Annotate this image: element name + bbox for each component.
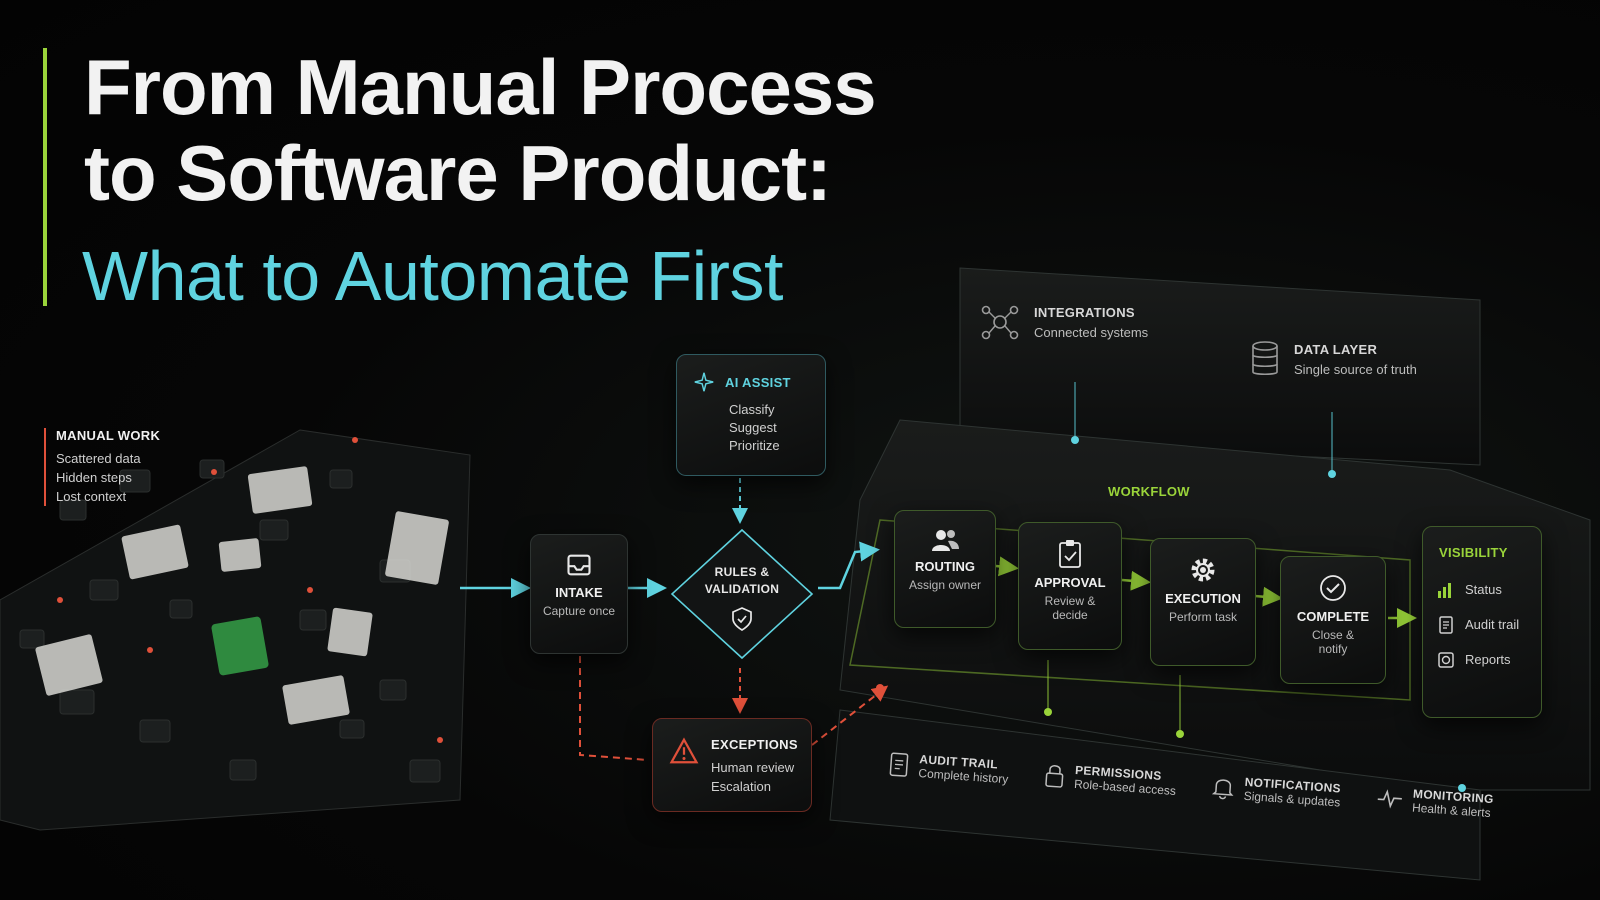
workflow-step-execution: EXECUTION Perform task — [1150, 538, 1256, 666]
platform-item: MONITORING Health & alerts — [1376, 784, 1494, 820]
rules-to-workflow-arrow — [818, 541, 880, 590]
shield-check-icon — [732, 607, 752, 631]
manual-work-heading: MANUAL WORK — [56, 428, 161, 443]
manual-work-plate — [0, 429, 471, 831]
manual-work-label: MANUAL WORK Scattered data Hidden steps … — [44, 428, 160, 506]
rules-line-1: RULES & — [714, 565, 770, 579]
ai-assist-item: Classify — [729, 402, 775, 417]
exceptions-item: Escalation — [711, 779, 771, 794]
title-accent-bar — [43, 48, 47, 306]
approval-to-execution-arrow — [1121, 570, 1151, 591]
bell-icon — [1211, 779, 1234, 800]
manual-work-item: Hidden steps — [56, 470, 132, 485]
document-icon — [1439, 615, 1453, 634]
step-sub: Review & decide — [1044, 594, 1096, 622]
platform-base-slab — [829, 709, 1481, 881]
step-sub: Assign owner — [908, 578, 982, 592]
exceptions-heading: EXCEPTIONS — [711, 737, 798, 752]
database-icon — [1252, 341, 1278, 376]
visibility-item: Status — [1437, 580, 1541, 599]
step-heading: EXECUTION — [1165, 591, 1241, 606]
top-services-slab — [959, 267, 1481, 466]
diamond-shape — [670, 528, 814, 660]
routing-to-approval-arrow — [995, 556, 1019, 577]
integrations-panel: INTEGRATIONS Connected systems — [980, 302, 1148, 342]
platform-row: AUDIT TRAIL Complete history PERMISSIONS… — [888, 750, 1494, 820]
check-circle-icon — [1320, 575, 1346, 601]
report-icon — [1438, 651, 1454, 668]
ai-assist-heading: AI ASSIST — [725, 374, 791, 390]
sparkle-icon — [694, 372, 714, 392]
workflow-label: WORKFLOW — [1108, 484, 1190, 499]
gear-icon — [1191, 558, 1215, 582]
intake-sub: Capture once — [542, 604, 616, 618]
manual-work-item: Scattered data — [56, 451, 141, 466]
ai-assist-item: Suggest — [729, 420, 777, 435]
pulse-icon — [1377, 789, 1402, 809]
visibility-panel: VISIBILITY Status Audit trail Reports — [1422, 526, 1542, 718]
intake-heading: INTAKE — [555, 585, 603, 600]
step-heading: COMPLETE — [1296, 609, 1370, 624]
ai-assist-box: AI ASSIST Classify Suggest Prioritize — [676, 354, 826, 476]
workflow-step-complete: COMPLETE Close & notify — [1280, 556, 1386, 684]
visibility-label: Audit trail — [1465, 617, 1520, 632]
exceptions-to-workflow-arrow — [811, 685, 889, 746]
manual-work-item: Lost context — [56, 489, 127, 504]
data-layer-panel: DATA LAYER Single source of truth — [1250, 340, 1417, 378]
warning-icon — [669, 737, 699, 764]
page-title: From Manual Process to Software Product: — [84, 43, 877, 217]
visibility-item: Reports — [1437, 650, 1541, 669]
document-icon — [889, 752, 909, 777]
intake-to-exceptions-arrow — [579, 656, 649, 761]
step-sub: Close & notify — [1311, 628, 1355, 656]
inbox-icon — [567, 554, 591, 576]
data-layer-heading: DATA LAYER — [1294, 341, 1378, 357]
workflow-step-routing: ROUTING Assign owner — [894, 510, 996, 628]
platform-item: AUDIT TRAIL Complete history — [888, 750, 1010, 786]
integrations-sub: Connected systems — [1034, 324, 1149, 340]
rules-line-2: VALIDATION — [704, 582, 780, 596]
users-icon — [932, 530, 959, 551]
ai-assist-item: Prioritize — [729, 438, 780, 453]
visibility-heading: VISIBILITY — [1439, 545, 1508, 560]
platform-item: PERMISSIONS Role-based access — [1044, 761, 1178, 798]
lock-icon — [1045, 765, 1064, 788]
clipboard-check-icon — [1059, 540, 1081, 568]
step-sub: Perform task — [1168, 610, 1237, 624]
platform-item: NOTIFICATIONS Signals & updates — [1211, 773, 1341, 810]
workflow-step-approval: APPROVAL Review & decide — [1018, 522, 1122, 650]
execution-to-complete-arrow — [1254, 586, 1283, 607]
intake-card: INTAKE Capture once — [530, 534, 628, 654]
step-heading: APPROVAL — [1034, 575, 1106, 590]
visibility-item: Audit trail — [1437, 615, 1541, 634]
rules-validation-node: RULES & VALIDATION — [668, 526, 816, 662]
title-line-1: From Manual Process — [84, 43, 877, 131]
exceptions-item: Human review — [711, 760, 795, 775]
page-subtitle: What to Automate First — [82, 237, 783, 315]
bar-chart-icon — [1438, 582, 1451, 598]
exceptions-box: EXCEPTIONS Human review Escalation — [652, 718, 812, 812]
data-layer-sub: Single source of truth — [1294, 361, 1417, 377]
visibility-label: Reports — [1465, 652, 1511, 667]
visibility-label: Status — [1465, 582, 1502, 597]
integrations-heading: INTEGRATIONS — [1034, 304, 1135, 320]
title-line-2: to Software Product: — [84, 129, 832, 217]
network-icon — [981, 305, 1019, 340]
step-heading: ROUTING — [915, 559, 975, 574]
